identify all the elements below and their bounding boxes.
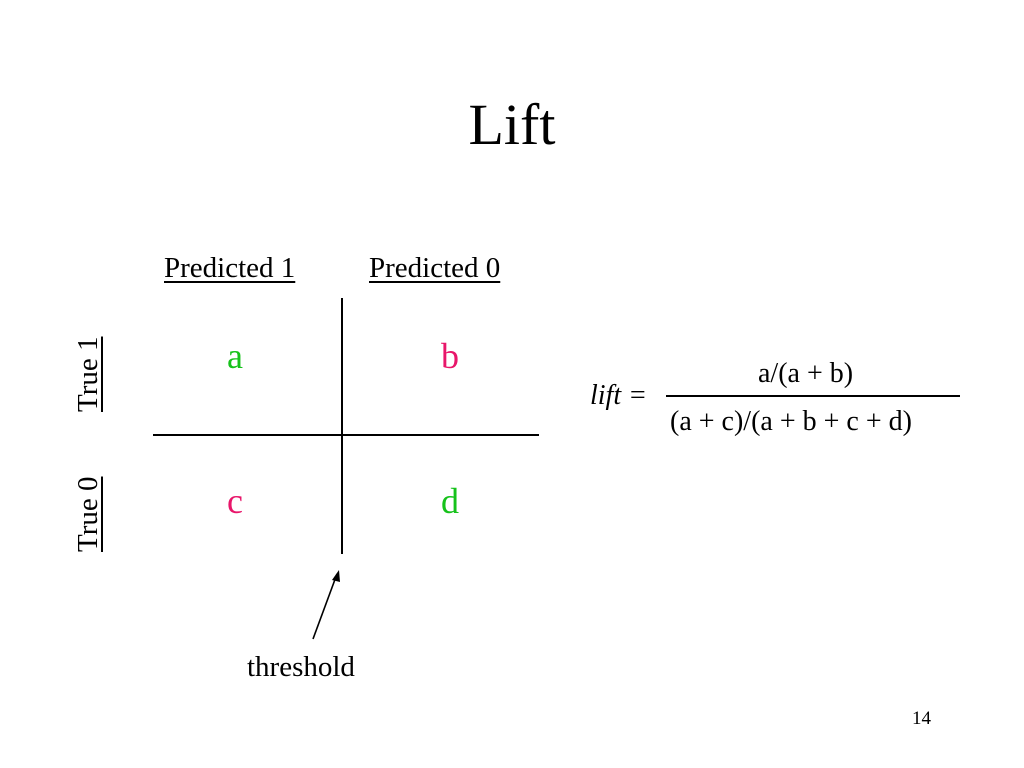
page-number: 14 xyxy=(912,708,931,729)
cell-b: b xyxy=(441,336,459,376)
cell-d: d xyxy=(441,481,459,521)
threshold-label: threshold xyxy=(247,651,355,683)
column-header-predicted-1: Predicted 1 xyxy=(164,252,296,284)
cell-c: c xyxy=(227,481,243,521)
formula-lhs: lift = xyxy=(590,380,648,411)
column-header-predicted-0: Predicted 0 xyxy=(369,252,501,284)
formula-numerator: a/(a + b) xyxy=(758,358,854,389)
fraction-bar xyxy=(666,395,960,397)
row-header-true-1: True 1 xyxy=(72,336,104,412)
threshold-arrow-icon xyxy=(312,570,340,640)
horizontal-divider-line xyxy=(153,434,539,436)
slide-title: Lift xyxy=(468,92,556,157)
lift-formula: lift = a/(a + b) (a + c)/(a + b + c + d) xyxy=(590,358,970,448)
threshold-vertical-line xyxy=(341,298,343,554)
formula-denominator: (a + c)/(a + b + c + d) xyxy=(670,406,912,437)
cell-a: a xyxy=(227,336,243,376)
row-header-true-0: True 0 xyxy=(72,476,104,552)
